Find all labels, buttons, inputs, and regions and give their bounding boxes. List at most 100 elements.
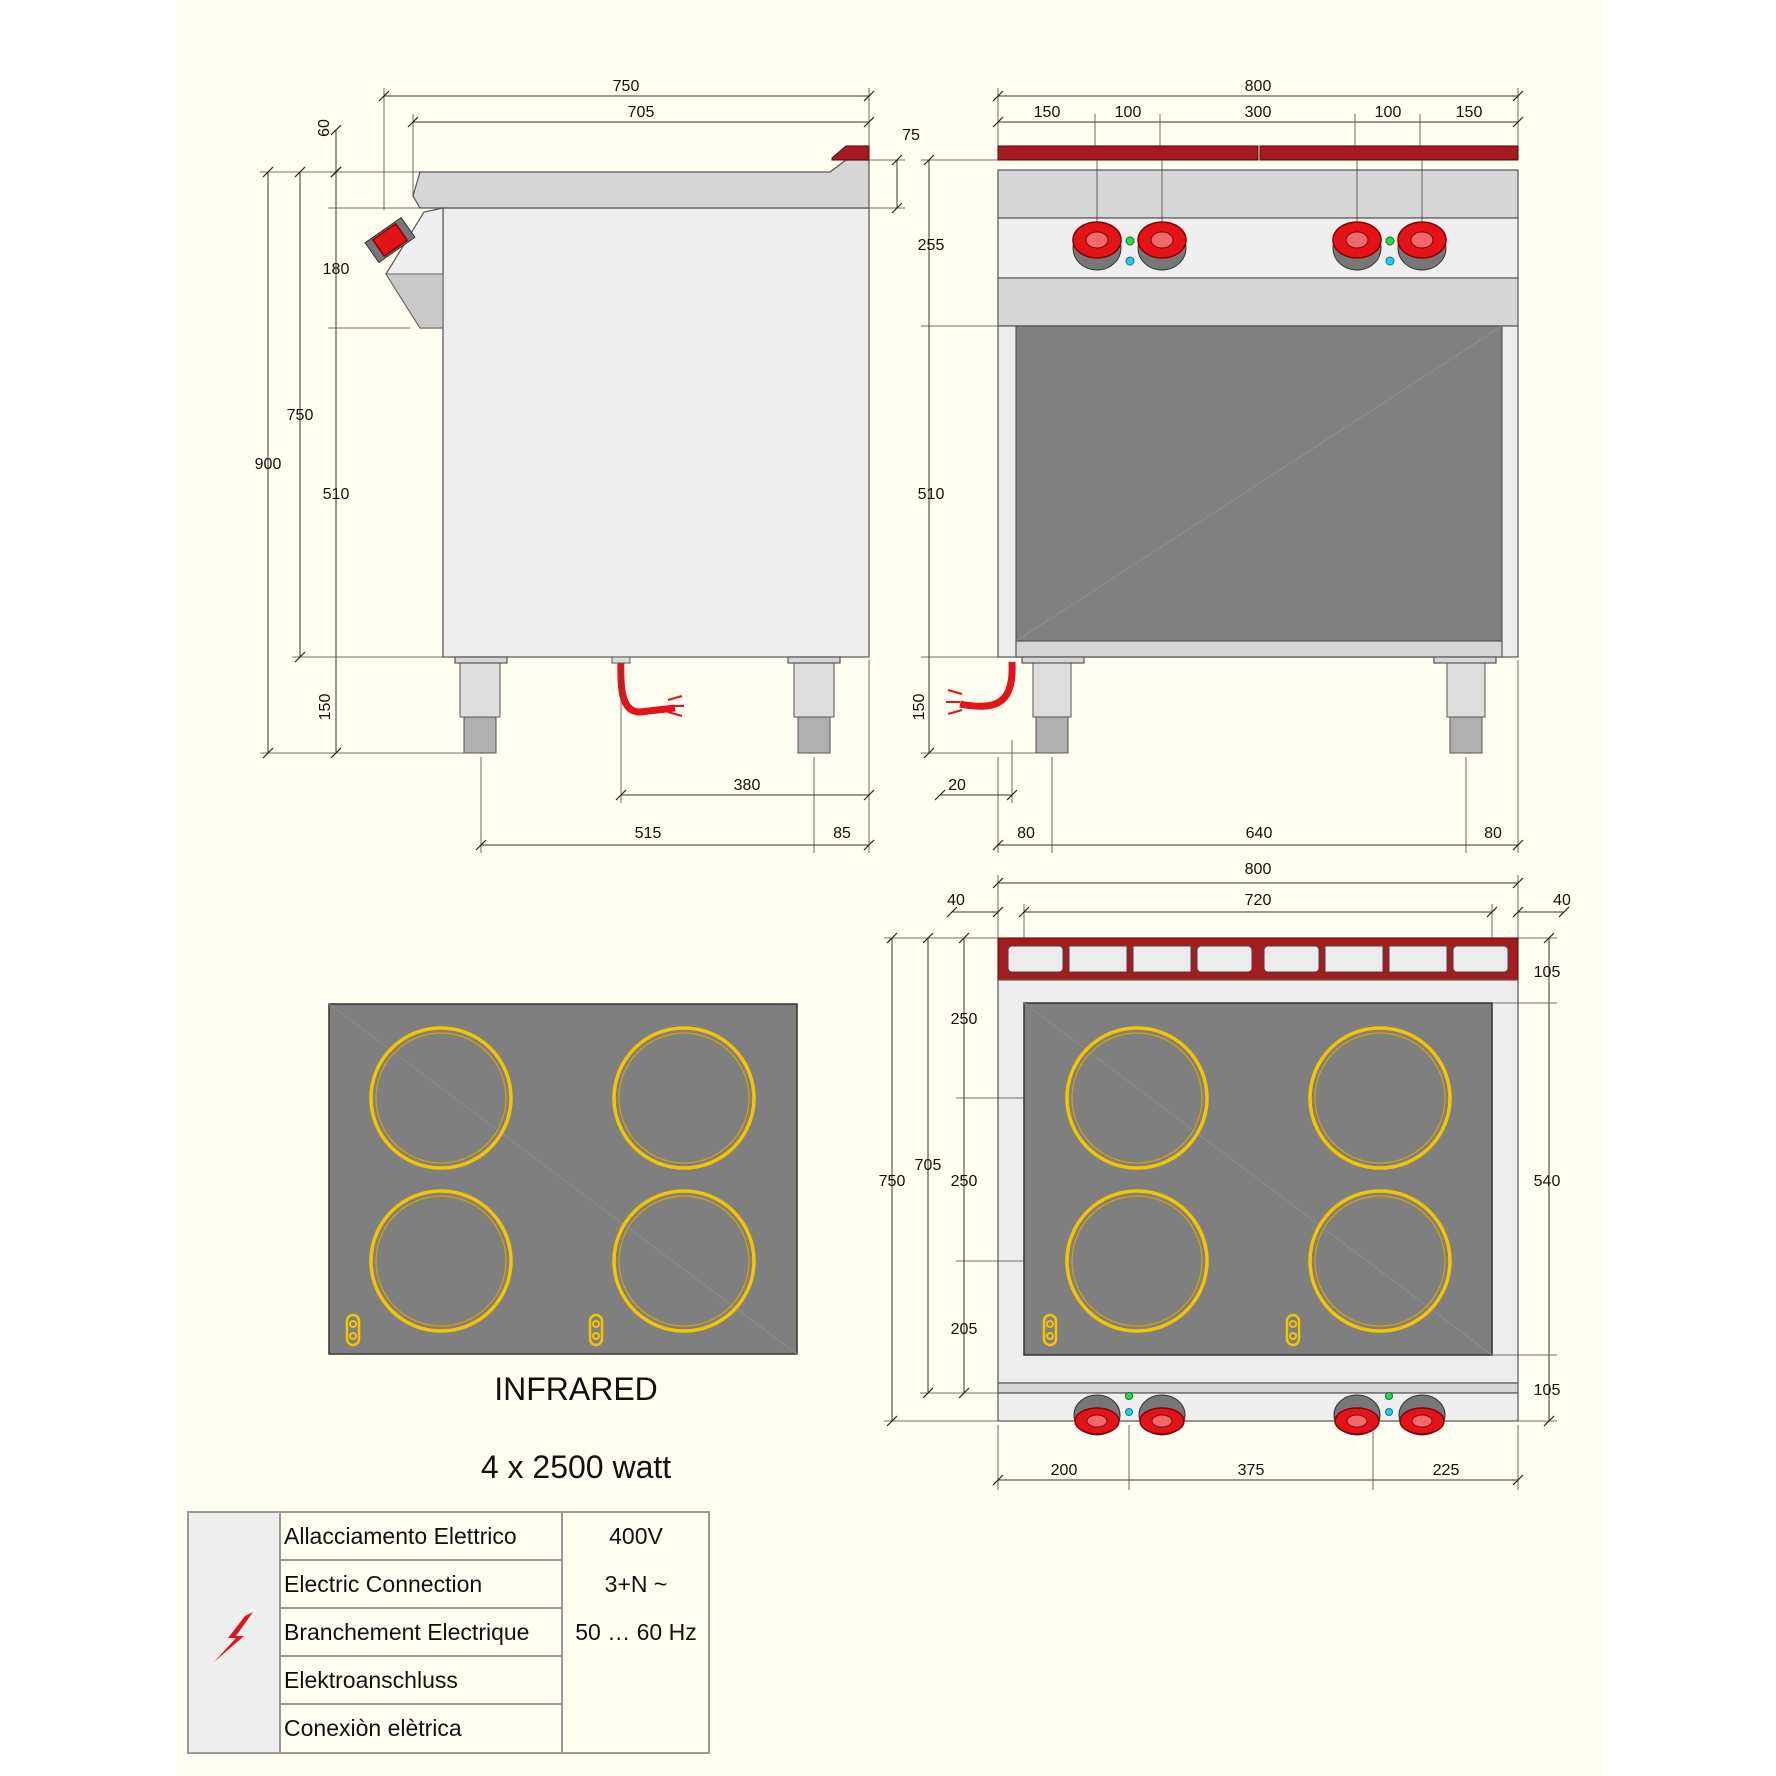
side-cabinet — [442, 207, 870, 658]
front-top-bar-right — [1259, 145, 1519, 161]
side-dim-705: 705 — [628, 104, 655, 121]
top-knob-4 — [1398, 1394, 1446, 1436]
dimension-tick — [958, 1387, 970, 1399]
dimension-tick — [946, 906, 958, 918]
top-zone-3 — [1065, 1189, 1209, 1333]
table-label-it: Allacciamento Elettrico — [284, 1523, 517, 1549]
dimension-tick — [923, 747, 935, 759]
dimension-tick — [863, 116, 875, 128]
top-zone-2 — [1308, 1026, 1452, 1170]
top-dim-40a: 40 — [947, 892, 965, 909]
dimension-tick — [863, 789, 875, 801]
dimension-tick — [863, 839, 875, 851]
top-plate-reflection — [1023, 1002, 1493, 1356]
dimension-tick — [262, 166, 274, 178]
hob-hot-indicators — [345, 1313, 604, 1347]
side-dim-180: 180 — [323, 261, 350, 278]
dimension-tick — [1543, 1415, 1555, 1427]
hob-zone-4 — [612, 1189, 756, 1333]
side-dim-750-left: 750 — [287, 407, 314, 424]
front-top-bar-left — [997, 145, 1259, 161]
dimension-tick — [992, 839, 1004, 851]
top-rear-bar-windows — [1007, 945, 1509, 973]
dimension-tick — [378, 90, 390, 102]
table-label-en: Electric Connection — [284, 1571, 482, 1597]
dimension-tick — [1512, 877, 1524, 889]
dimension-tick — [886, 1415, 898, 1427]
side-dim-60: 60 — [316, 119, 333, 137]
dimension-tick — [863, 90, 875, 102]
front-dim-20: 20 — [948, 777, 966, 794]
dimension-tick — [615, 789, 627, 801]
top-dim-375: 375 — [1238, 1462, 1265, 1479]
dimension-tick — [923, 154, 935, 166]
front-knob-2 — [1137, 221, 1187, 271]
dimension-tick — [992, 116, 1004, 128]
dimension-tick — [922, 1387, 934, 1399]
top-knobs — [1073, 1392, 1446, 1436]
side-foot-left — [463, 716, 497, 754]
dimension-tick — [294, 651, 306, 663]
front-cable-end — [946, 689, 963, 715]
dimension-tick — [1512, 1474, 1524, 1486]
side-dim-515: 515 — [635, 825, 662, 842]
table-label-es: Conexiòn elètrica — [284, 1715, 462, 1741]
front-knob-3 — [1332, 221, 1382, 271]
top-cooking-zones — [1065, 1026, 1452, 1333]
dimension-tick — [992, 1474, 1004, 1486]
dimension-tick — [1512, 839, 1524, 851]
top-dim-800: 800 — [1245, 861, 1272, 878]
connection-table: Allacciamento Elettrico Electric Connect… — [187, 1511, 710, 1754]
top-knob-1 — [1073, 1394, 1121, 1436]
lightning-icon — [214, 1612, 253, 1662]
dimension-tick — [1486, 906, 1498, 918]
front-leg-right — [1446, 661, 1486, 718]
side-cable-gland — [611, 656, 631, 664]
dimension-tick — [891, 202, 903, 214]
top-knob-3 — [1333, 1394, 1381, 1436]
table-value-voltage: 400V — [609, 1523, 663, 1549]
front-leg-left — [1032, 661, 1072, 718]
dimension-tick — [262, 747, 274, 759]
side-leg-cap-left — [454, 656, 508, 664]
front-plinth — [1015, 640, 1503, 658]
front-dim-100b: 100 — [1375, 104, 1402, 121]
top-dim-750: 750 — [879, 1173, 906, 1190]
top-dim-105a: 105 — [1534, 964, 1561, 981]
side-leg-right — [793, 661, 835, 718]
dimension-tick — [1512, 90, 1524, 102]
top-dim-225: 225 — [1433, 1462, 1460, 1479]
top-dim-200: 200 — [1051, 1462, 1078, 1479]
front-worktop — [997, 169, 1519, 219]
front-dim-800: 800 — [1245, 78, 1272, 95]
top-dim-250a: 250 — [951, 1011, 978, 1028]
side-leg-cap-right — [787, 656, 841, 664]
dimension-tick — [407, 116, 419, 128]
dimension-tick — [475, 839, 487, 851]
dimension-tick — [1512, 906, 1524, 918]
dimension-tick — [992, 906, 1004, 918]
top-dim-105b: 105 — [1534, 1382, 1561, 1399]
top-view: 800 40 720 40 750 705 250 250 205 105 54… — [879, 861, 1571, 1490]
top-dim-720: 720 — [1245, 892, 1272, 909]
side-worktop — [412, 159, 870, 209]
front-dim-100a: 100 — [1115, 104, 1142, 121]
top-dim-540: 540 — [1534, 1173, 1561, 1190]
side-panel-shade — [385, 273, 444, 329]
side-cable-end — [667, 695, 684, 717]
side-knob — [364, 216, 416, 264]
side-dim-85: 85 — [833, 825, 851, 842]
side-dim-900: 900 — [255, 456, 282, 473]
top-dim-250b: 250 — [951, 1173, 978, 1190]
front-dim-300: 300 — [1245, 104, 1272, 121]
front-dim-150a: 150 — [1034, 104, 1061, 121]
front-indicator-green-1 — [1125, 236, 1135, 246]
side-dim-75: 75 — [902, 127, 920, 144]
side-dim-510: 510 — [323, 486, 350, 503]
top-knob-2 — [1138, 1394, 1186, 1436]
hob-zone-1 — [369, 1026, 513, 1170]
side-leg-left — [459, 661, 501, 718]
front-dim-80a: 80 — [1017, 825, 1035, 842]
front-power-cable — [959, 661, 1016, 710]
dimension-tick — [1006, 789, 1018, 801]
